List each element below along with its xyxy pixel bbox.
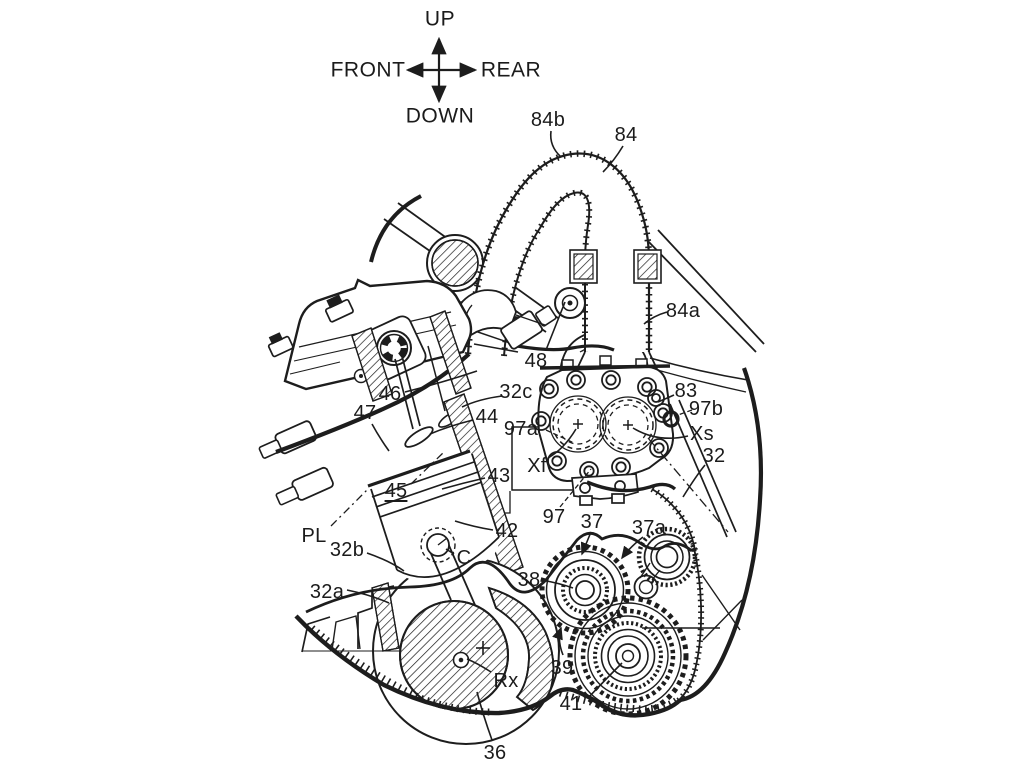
ref-label-97: 97	[542, 506, 566, 528]
compass-arrows	[405, 36, 478, 104]
ref-label-37: 37	[580, 511, 604, 533]
ref-label-42: 42	[495, 520, 519, 542]
ref-label-32: 32	[702, 445, 726, 467]
ref-label-pl: PL	[301, 525, 327, 547]
port-walls	[351, 310, 472, 402]
ref-label-xf: Xf	[527, 455, 547, 477]
case-outlines	[294, 367, 764, 718]
cylinder-bores	[549, 395, 657, 454]
ref-label-38: 38	[517, 569, 541, 591]
ref-label-32c: 32c	[499, 381, 533, 403]
ref-label-37a: 37a	[631, 517, 667, 539]
ref-label-xs: Xs	[690, 423, 714, 445]
ref-label-48: 48	[524, 350, 548, 372]
ref-label-c: C	[456, 547, 472, 569]
ref-label-46: 46	[378, 383, 402, 405]
ref-label-83: 83	[674, 380, 698, 402]
crank-web	[399, 600, 509, 710]
crankcase	[301, 557, 560, 745]
ref-label-47: 47	[353, 402, 377, 424]
compass-label-down: DOWN	[405, 104, 475, 128]
idler	[633, 562, 661, 600]
ref-label-84a: 84a	[665, 300, 701, 322]
ref-label-32b: 32b	[329, 539, 365, 561]
pipe-flange	[569, 249, 662, 284]
leader-lines	[330, 130, 706, 741]
crankcase-right	[642, 399, 743, 704]
cylinder-head	[258, 278, 524, 576]
ref-label-43: 43	[487, 465, 511, 487]
compass-label-up: UP	[424, 7, 456, 31]
primary-gear	[567, 595, 689, 717]
ref-label-97a: 97a	[503, 418, 539, 440]
ref-label-41: 41	[559, 693, 583, 715]
ref-label-39: 39	[550, 657, 574, 679]
ref-label-rx: Rx	[493, 670, 519, 692]
ref-label-45: 45	[384, 480, 408, 502]
compass-label-rear: REAR	[480, 58, 542, 82]
ref-label-36: 36	[483, 742, 507, 764]
piston-assembly	[367, 449, 500, 606]
ref-label-32a: 32a	[309, 581, 345, 603]
exhaust-pipe	[464, 150, 662, 370]
spark-plugs	[258, 420, 334, 506]
cam-drive-gear	[539, 544, 631, 636]
compass-label-front: FRONT	[330, 58, 406, 82]
ref-label-84b: 84b	[530, 109, 566, 131]
ref-label-44: 44	[475, 406, 499, 428]
ref-label-84: 84	[614, 124, 638, 146]
ref-label-97b: 97b	[688, 398, 724, 420]
